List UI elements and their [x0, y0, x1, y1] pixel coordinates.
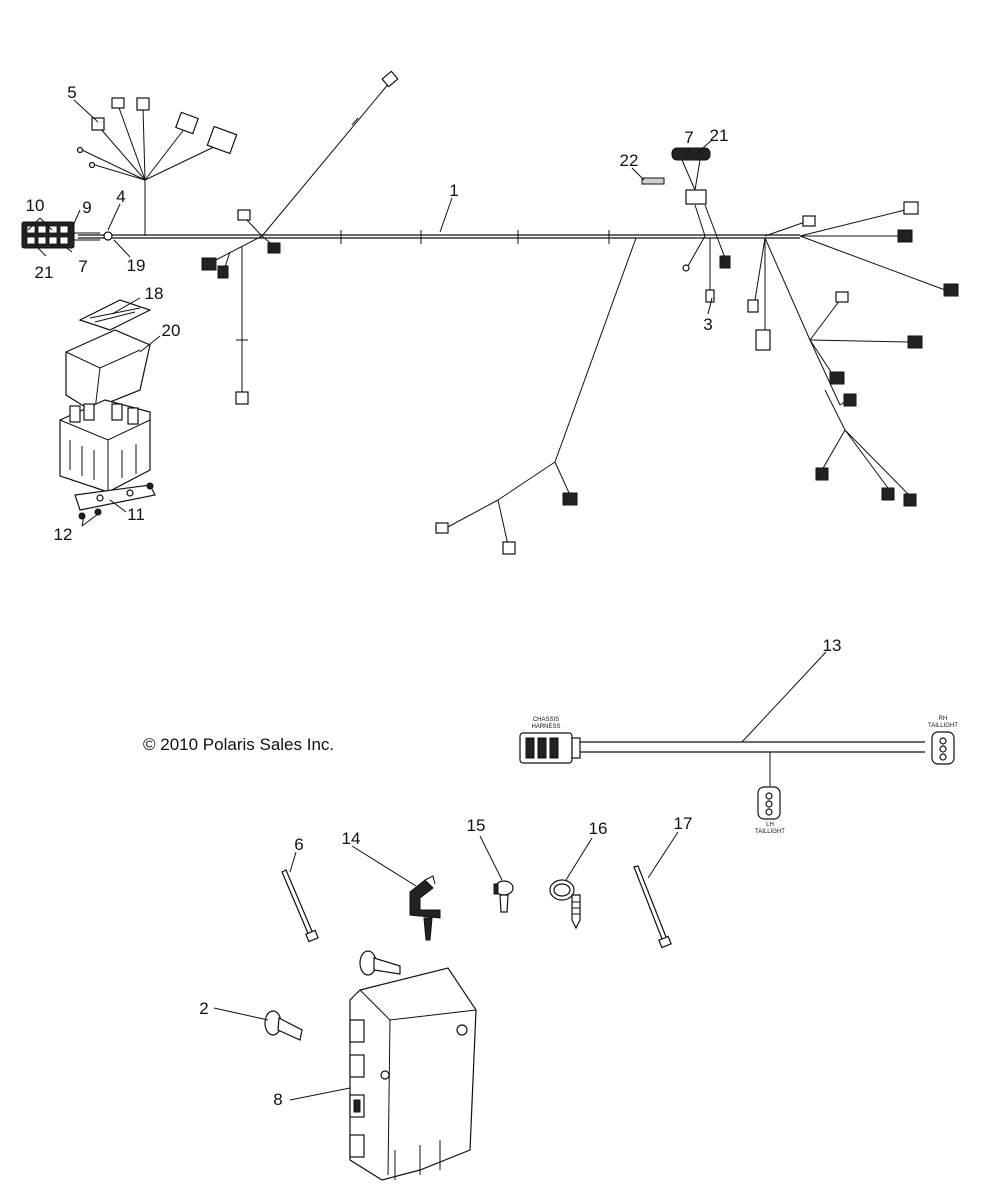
callout-19: 19: [127, 256, 146, 275]
callout-8: 8: [273, 1090, 282, 1109]
mounting-bracket: [74, 484, 156, 511]
callout-20: 20: [162, 321, 181, 340]
main-wire-harness: [21, 70, 959, 555]
chassis-harness-label-1: CHASSIS: [533, 717, 559, 723]
callout-18: 18: [145, 284, 164, 303]
cable-tie-right: [633, 865, 672, 949]
rivet-upper: [359, 950, 401, 976]
chassis-harness-connector: [519, 732, 581, 764]
relay-block: [59, 399, 151, 493]
callout-9: 9: [82, 198, 91, 217]
wire-clip: [493, 880, 514, 913]
rh-taillight-label-1: RH: [939, 716, 948, 722]
fuse-label-decal: [78, 299, 152, 331]
callout-1: 1: [449, 181, 458, 200]
callout-15: 15: [467, 816, 486, 835]
callout-leaders: [27, 99, 827, 1101]
callout-13: 13: [823, 636, 842, 655]
callout-3: 3: [703, 315, 712, 334]
hose-clamp: [549, 879, 581, 930]
callout-4: 4: [116, 187, 125, 206]
fuse-box-assembly: [59, 299, 156, 520]
fuse-box-connector: [21, 221, 75, 249]
rh-taillight-label-2: TAILLIGHT: [928, 723, 958, 729]
push-pin-clip: [409, 875, 441, 941]
callout-12: 12: [54, 525, 73, 544]
callout-10: 10: [26, 196, 45, 215]
callout-11: 11: [127, 505, 145, 524]
lh-taillight-label-2: TAILLIGHT: [755, 829, 785, 835]
callout-21-upper: 21: [710, 126, 729, 145]
callout-numbers: 1 2 3 4 5 6 7 7 8 9 10 11 12 13 14 15 16…: [26, 83, 842, 1109]
callout-5: 5: [67, 83, 76, 102]
fuse-box-cover: [65, 329, 151, 411]
callout-14: 14: [342, 829, 361, 848]
callout-17: 17: [674, 814, 693, 833]
callout-6: 6: [294, 835, 303, 854]
lh-taillight-label-1: LH: [766, 822, 774, 828]
callout-2: 2: [199, 999, 208, 1018]
ecu-module: [349, 967, 477, 1181]
chassis-harness-label-2: HARNESS: [531, 724, 560, 730]
taillight-harness: CHASSIS HARNESS RH TAILLIGHT LH TAILLIGH…: [519, 716, 958, 835]
callout-21-lower: 21: [35, 263, 54, 282]
rivet-left: [264, 1010, 303, 1041]
rh-taillight-connector: [931, 731, 955, 765]
callout-7-upper: 7: [684, 128, 693, 147]
callout-16: 16: [589, 819, 608, 838]
lh-taillight-connector: [757, 786, 781, 820]
callout-7-lower: 7: [78, 257, 87, 276]
callout-22: 22: [620, 151, 639, 170]
copyright-notice: © 2010 Polaris Sales Inc.: [143, 735, 335, 754]
cable-tie-left: [281, 869, 319, 943]
